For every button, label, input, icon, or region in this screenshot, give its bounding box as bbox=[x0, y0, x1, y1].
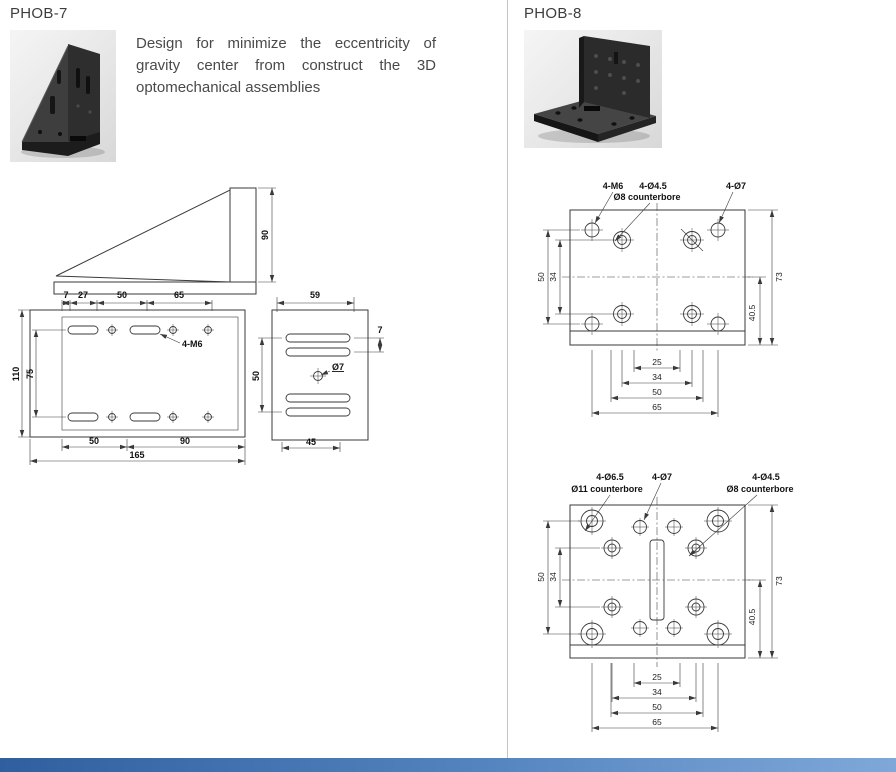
phob8-title: PHOB-8 bbox=[524, 5, 582, 22]
dim-65: 65 bbox=[174, 290, 184, 300]
dim-50-left: 50 bbox=[536, 272, 546, 282]
hole-label-d7: Ø7 bbox=[332, 362, 344, 372]
label-4d7: 4-Ø7 bbox=[726, 181, 746, 191]
dim-405-right: 40.5 bbox=[747, 304, 757, 321]
dim-7: 7 bbox=[63, 290, 68, 300]
phob7-drawings: 90 4-M6 7 27 bbox=[11, 187, 384, 465]
footer-accent-bar bbox=[0, 758, 896, 772]
dim-34-bottom: 34 bbox=[652, 372, 662, 382]
dim-50-end: 50 bbox=[251, 371, 261, 381]
dim-73-right-base: 73 bbox=[774, 576, 784, 586]
phob7-end-view: Ø7 59 7 50 45 bbox=[251, 290, 384, 452]
dim-25-bottom: 25 bbox=[652, 357, 662, 367]
phob8-face-view: 4-M6 4-Ø4.5 Ø8 counterbore 4-Ø7 50 34 bbox=[536, 181, 784, 417]
dim-27: 27 bbox=[78, 290, 88, 300]
label-4d45: 4-Ø4.5 bbox=[639, 181, 667, 191]
phob8-product-photo bbox=[524, 30, 662, 148]
dim-50-bottom-base: 50 bbox=[652, 702, 662, 712]
label-4d45-base: 4-Ø4.5 bbox=[752, 472, 780, 482]
dim-50-bottom: 50 bbox=[652, 387, 662, 397]
hole-label-4m6: 4-M6 bbox=[182, 339, 203, 349]
dim-405-right-base: 40.5 bbox=[747, 608, 757, 625]
label-d11-counterbore: Ø11 counterbore bbox=[571, 484, 643, 494]
label-4d65: 4-Ø6.5 bbox=[596, 472, 624, 482]
dim-50-bottom: 50 bbox=[89, 436, 99, 446]
phob7-description: Design for minimize the eccentricity of … bbox=[136, 35, 436, 96]
phob7-top-view: 4-M6 7 27 50 65 110 75 50 90 165 bbox=[11, 290, 246, 465]
phob7-title: PHOB-7 bbox=[10, 5, 68, 22]
dim-90-height: 90 bbox=[260, 230, 270, 240]
dim-7-end: 7 bbox=[377, 325, 382, 335]
dim-34-left-base: 34 bbox=[548, 572, 558, 582]
dim-165: 165 bbox=[129, 450, 144, 460]
phob8-bracket-illustration bbox=[534, 36, 656, 143]
dim-59: 59 bbox=[310, 290, 320, 300]
dim-25-bottom-base: 25 bbox=[652, 672, 662, 682]
dim-65-bottom-base: 65 bbox=[652, 717, 662, 727]
dim-50-top: 50 bbox=[117, 290, 127, 300]
dim-34-left: 34 bbox=[548, 272, 558, 282]
dim-90-bottom: 90 bbox=[180, 436, 190, 446]
dim-65-bottom: 65 bbox=[652, 402, 662, 412]
dim-50-left-base: 50 bbox=[536, 572, 546, 582]
phob7-bracket-illustration bbox=[21, 44, 105, 158]
dim-75: 75 bbox=[25, 369, 35, 379]
dim-45: 45 bbox=[306, 437, 316, 447]
label-d8-counterbore-base: Ø8 counterbore bbox=[726, 484, 793, 494]
column-divider bbox=[507, 0, 508, 758]
dim-34-bottom-base: 34 bbox=[652, 687, 662, 697]
phob7-side-view: 90 bbox=[53, 187, 276, 295]
dim-73-right: 73 bbox=[774, 272, 784, 282]
phob8-drawings: 4-M6 4-Ø4.5 Ø8 counterbore 4-Ø7 50 34 bbox=[536, 181, 794, 732]
phob8-base-view: 4-Ø6.5 Ø11 counterbore 4-Ø7 4-Ø4.5 Ø8 co… bbox=[536, 472, 794, 732]
phob7-product-photo bbox=[10, 30, 116, 162]
label-4d7-base: 4-Ø7 bbox=[652, 472, 672, 482]
label-4m6: 4-M6 bbox=[603, 181, 624, 191]
label-d8-counterbore: Ø8 counterbore bbox=[613, 192, 680, 202]
dim-110: 110 bbox=[11, 367, 21, 382]
